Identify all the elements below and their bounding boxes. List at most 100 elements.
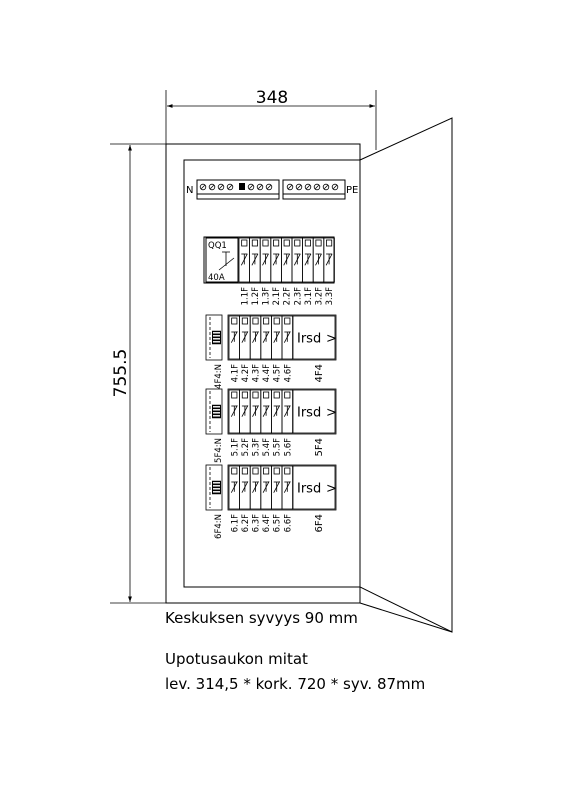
breaker-module [260, 465, 272, 510]
breaker-label: 3.2F [315, 287, 325, 306]
breaker-label: 4.2F [241, 364, 251, 383]
breaker-module [281, 465, 294, 510]
breaker-module [239, 315, 251, 360]
notes: Keskuksen syvyys 90 mm Upotusaukon mitat… [165, 609, 425, 693]
breaker-module [260, 315, 272, 360]
width-dimension: 348 [165, 88, 377, 150]
breaker-label: 3.1F [304, 287, 314, 306]
terminal-screw [226, 183, 234, 191]
breaker-module [312, 237, 325, 283]
breaker-label: 2.2F [283, 287, 293, 306]
opening-dimensions: lev. 314,5 * kork. 720 * syv. 87mm [165, 675, 425, 693]
breaker-module [270, 237, 282, 283]
irsd-label: Irsd [297, 482, 321, 497]
breaker-label: 4.1F [230, 364, 240, 383]
depth-note: Keskuksen syvyys 90 mm [165, 609, 358, 627]
breaker-label: 1.3F [262, 287, 272, 306]
breaker-label: 5.5F [273, 438, 283, 457]
breaker-label: 5F4 [314, 438, 325, 456]
breaker-module [270, 465, 283, 510]
breaker-module [228, 315, 241, 360]
breaker-label: 4F4:N [214, 364, 224, 389]
breaker-label: 2.3F [293, 287, 303, 306]
breaker-label: 1.2F [251, 287, 261, 306]
terminal-screw [256, 183, 264, 191]
breaker-label: 5.2F [241, 438, 251, 457]
terminal-screw [313, 183, 321, 191]
breaker-module [239, 389, 251, 434]
breaker-module [239, 465, 251, 510]
breaker-label: 4.6F [283, 364, 293, 383]
terminal-screw [247, 183, 255, 191]
irsd-label: Irsd [297, 332, 321, 347]
main-breaker-symbol [218, 251, 235, 271]
arrow-icon: > [326, 332, 337, 347]
terminal-screw [304, 183, 312, 191]
breaker-label: 5.4F [262, 438, 272, 457]
height-label: 755.5 [111, 349, 131, 398]
terminal-screw [217, 183, 225, 191]
terminal-screw [265, 183, 273, 191]
breaker-label: 6.2F [241, 514, 251, 533]
breaker-label: 6.6F [283, 514, 293, 533]
terminal-pe-label: PE [346, 185, 358, 196]
breaker-label: 4F4 [314, 364, 325, 382]
breaker-module [249, 389, 262, 434]
breaker-label: 6.1F [230, 514, 240, 533]
breaker-module [249, 237, 261, 283]
breaker-label: 4.5F [273, 364, 283, 383]
breaker-label: 4.3F [252, 364, 262, 383]
terminal-screw [331, 183, 339, 191]
breaker-label: 6F4:N [214, 514, 224, 539]
width-label: 348 [256, 88, 288, 108]
opening-title: Upotusaukon mitat [165, 650, 308, 668]
main-breaker-name: QQ1 [208, 241, 227, 251]
breaker-label: 5.6F [283, 438, 293, 457]
main-breaker-rating: 40A [208, 273, 225, 283]
terminal-n-label: N [186, 185, 193, 196]
terminal-screw [295, 183, 303, 191]
breaker-module [259, 237, 272, 283]
breaker-label: 6.4F [262, 514, 272, 533]
breaker-label: 5F4:N [214, 438, 224, 463]
breaker-module [281, 389, 294, 434]
open-door [359, 117, 453, 633]
irsd-label: Irsd [297, 406, 321, 421]
breaker-module [260, 389, 272, 434]
breaker-label: 6F4 [314, 514, 325, 532]
terminal-rail: N PE [186, 179, 358, 200]
height-dimension: 755.5 [110, 143, 166, 604]
breaker-label: 3.3F [325, 287, 335, 306]
terminal-screw [199, 183, 207, 191]
terminal-screw [208, 183, 216, 191]
breaker-module [270, 315, 283, 360]
terminal-screw [286, 183, 294, 191]
arrow-icon: > [326, 482, 337, 497]
breaker-module [249, 465, 262, 510]
breaker-module [302, 237, 314, 283]
breaker-module [323, 237, 335, 283]
breaker-module [270, 389, 283, 434]
arrow-icon: > [326, 406, 337, 421]
breaker-label: 4.4F [262, 364, 272, 383]
breaker-module [280, 237, 293, 283]
breaker-label: 5.1F [230, 438, 240, 457]
breaker-label: 6.3F [252, 514, 262, 533]
breaker-module [228, 465, 241, 510]
breaker-label: 6.5F [273, 514, 283, 533]
breaker-module [291, 237, 304, 283]
breaker-label: 5.3F [252, 438, 262, 457]
breaker-module [281, 315, 294, 360]
breaker-module [228, 389, 241, 434]
breaker-label: 1.1F [240, 287, 250, 306]
terminal-screw [322, 183, 330, 191]
breaker-label: 2.1F [272, 287, 282, 306]
breaker-module [238, 237, 251, 283]
breaker-module [249, 315, 262, 360]
